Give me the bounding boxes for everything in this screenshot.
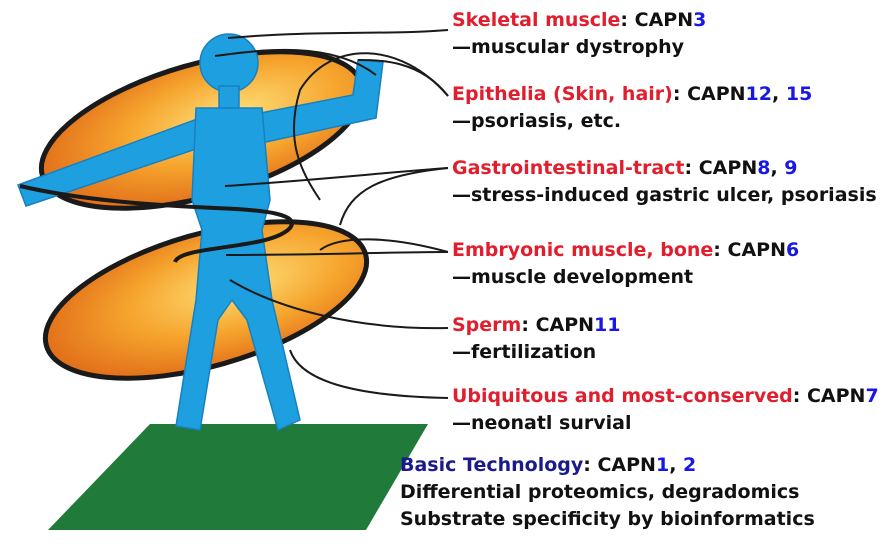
function-text: —muscular dystrophy bbox=[452, 34, 706, 61]
tissue-name: Sperm bbox=[452, 314, 521, 336]
entry-epithelia: Epithelia (Skin, hair): CAPN12, 15 —psor… bbox=[452, 81, 812, 135]
entry-sperm: Sperm: CAPN11 —fertilization bbox=[452, 312, 621, 366]
gene-prefix: CAPN bbox=[680, 83, 745, 105]
basic-technology-block: Basic Technology: CAPN1, 2 Differential … bbox=[400, 452, 815, 533]
gene-number: 11 bbox=[594, 314, 620, 336]
gene-number: 2 bbox=[683, 454, 696, 476]
gene-number: 15 bbox=[786, 83, 812, 105]
gene-number: 6 bbox=[786, 239, 799, 261]
gene-number: 8 bbox=[757, 157, 770, 179]
gene-prefix: CAPN bbox=[721, 239, 786, 261]
tissue-name: Gastrointestinal-tract bbox=[452, 157, 685, 179]
tissue-name: Epithelia (Skin, hair) bbox=[452, 83, 673, 105]
gene-number: 7 bbox=[865, 385, 878, 407]
function-text: —neonatl survial bbox=[452, 410, 879, 437]
function-text: —stress-induced gastric ulcer, psoriasis bbox=[452, 182, 877, 209]
tissue-name: Ubiquitous and most-conserved bbox=[452, 385, 793, 407]
tissue-name: Embryonic muscle, bone bbox=[452, 239, 713, 261]
entry-ubiquitous: Ubiquitous and most-conserved: CAPN7 —ne… bbox=[452, 383, 879, 437]
function-text: —fertilization bbox=[452, 339, 621, 366]
gene-number: 9 bbox=[784, 157, 797, 179]
function-text: —psoriasis, etc. bbox=[452, 108, 812, 135]
gene-prefix: CAPN bbox=[591, 454, 656, 476]
gene-prefix: CAPN bbox=[628, 9, 693, 31]
gene-number: 3 bbox=[693, 9, 706, 31]
gene-prefix: CAPN bbox=[692, 157, 757, 179]
gene-prefix: CAPN bbox=[529, 314, 594, 336]
gene-number: 1 bbox=[656, 454, 669, 476]
basic-technology-line: Substrate specificity by bioinformatics bbox=[400, 506, 815, 533]
basic-technology-title: Basic Technology bbox=[400, 454, 583, 476]
entry-gastrointestinal: Gastrointestinal-tract: CAPN8, 9 —stress… bbox=[452, 155, 877, 209]
function-text: —muscle development bbox=[452, 264, 799, 291]
basic-technology-line: Differential proteomics, degradomics bbox=[400, 479, 815, 506]
entry-skeletal-muscle: Skeletal muscle: CAPN3 —muscular dystrop… bbox=[452, 7, 706, 61]
ground-platform bbox=[48, 424, 428, 530]
gene-number: 12 bbox=[746, 83, 772, 105]
gene-prefix: CAPN bbox=[800, 385, 865, 407]
tissue-name: Skeletal muscle bbox=[452, 9, 620, 31]
entry-embryonic: Embryonic muscle, bone: CAPN6 —muscle de… bbox=[452, 237, 799, 291]
